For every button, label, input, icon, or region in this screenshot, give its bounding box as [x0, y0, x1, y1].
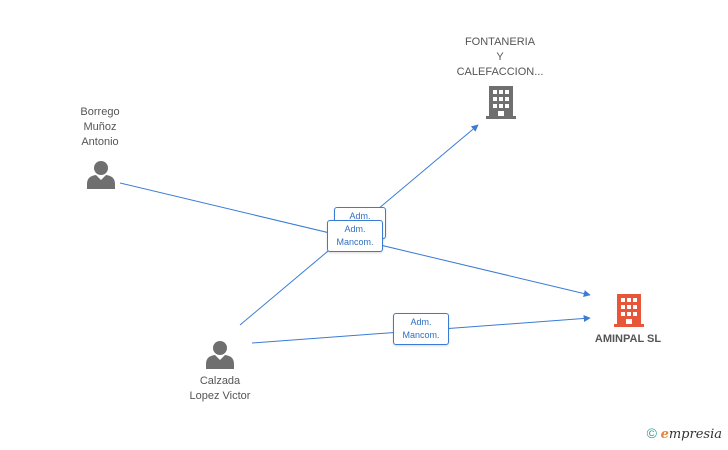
node-label-borrego[interactable]: Borrego Muñoz Antonio — [80, 106, 120, 148]
person-icon[interactable] — [206, 341, 234, 369]
edge-label-calzada-aminpal: Adm. Mancom. — [393, 313, 449, 345]
brand-word: mpresia — [668, 427, 722, 442]
node-label-calzada[interactable]: Calzada Lopez Victor — [189, 375, 251, 402]
empresia-brand: © empresia — [647, 425, 722, 442]
copyright-icon: © — [646, 425, 657, 441]
node-label-aminpal[interactable]: AMINPAL SL — [594, 333, 662, 345]
node-label-fontaneria[interactable]: FONTANERIA Y CALEFACCION... — [456, 36, 544, 78]
building-icon[interactable] — [614, 294, 644, 327]
person-icon[interactable] — [87, 161, 115, 189]
building-icon[interactable] — [486, 86, 516, 119]
edge-label-borrego-aminpal: Adm. Mancom. — [327, 220, 383, 252]
brand-e-letter: e — [660, 427, 669, 442]
